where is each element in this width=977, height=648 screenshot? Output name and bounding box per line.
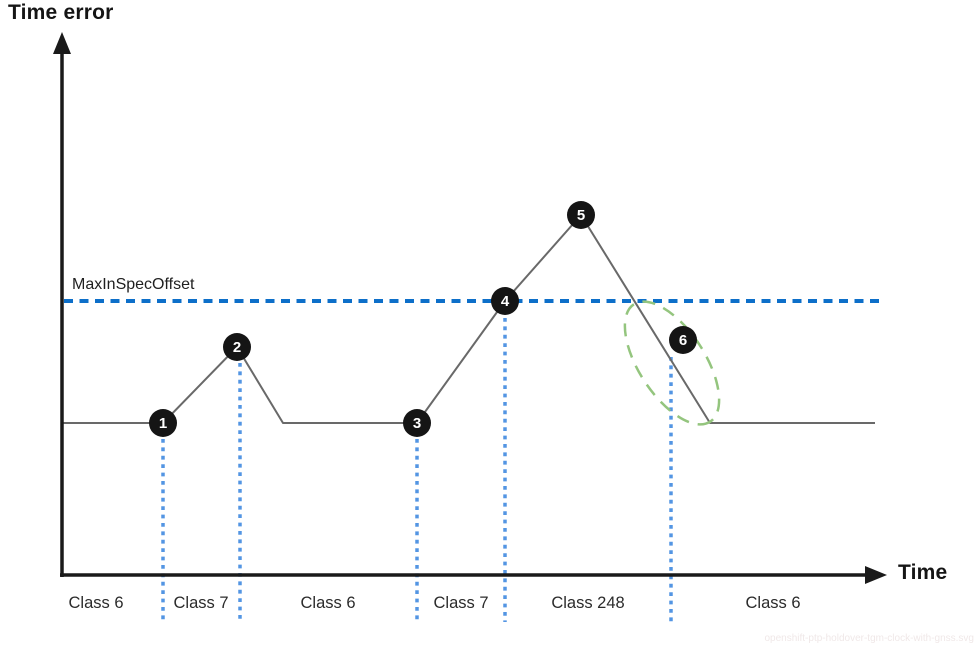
class-label-4: Class 7 — [433, 594, 489, 612]
point-marker-1: 1 — [149, 409, 177, 437]
class-label-6: Class 6 — [745, 594, 801, 612]
class-label-2: Class 7 — [173, 594, 229, 612]
time-error-curve — [62, 214, 875, 424]
class-label-3: Class 6 — [300, 594, 356, 612]
highlight-ellipse — [623, 300, 721, 426]
class-label-5: Class 248 — [551, 594, 625, 612]
class-label-1: Class 6 — [68, 594, 124, 612]
max-in-spec-offset-label: MaxInSpecOffset — [72, 276, 195, 293]
y-axis-arrowhead — [53, 32, 71, 54]
class-boundary-guides — [161, 318, 673, 622]
point-marker-5: 5 — [567, 201, 595, 229]
x-axis-title: Time — [898, 561, 948, 584]
point-marker-3: 3 — [403, 409, 431, 437]
y-axis-title: Time error — [8, 1, 114, 24]
watermark-filename: openshift-ptp-holdover-tgm-clock-with-gn… — [764, 633, 974, 644]
point-marker-4: 4 — [491, 287, 519, 315]
x-axis-arrowhead — [865, 566, 887, 584]
point-marker-2: 2 — [223, 333, 251, 361]
point-marker-6: 6 — [669, 326, 697, 354]
